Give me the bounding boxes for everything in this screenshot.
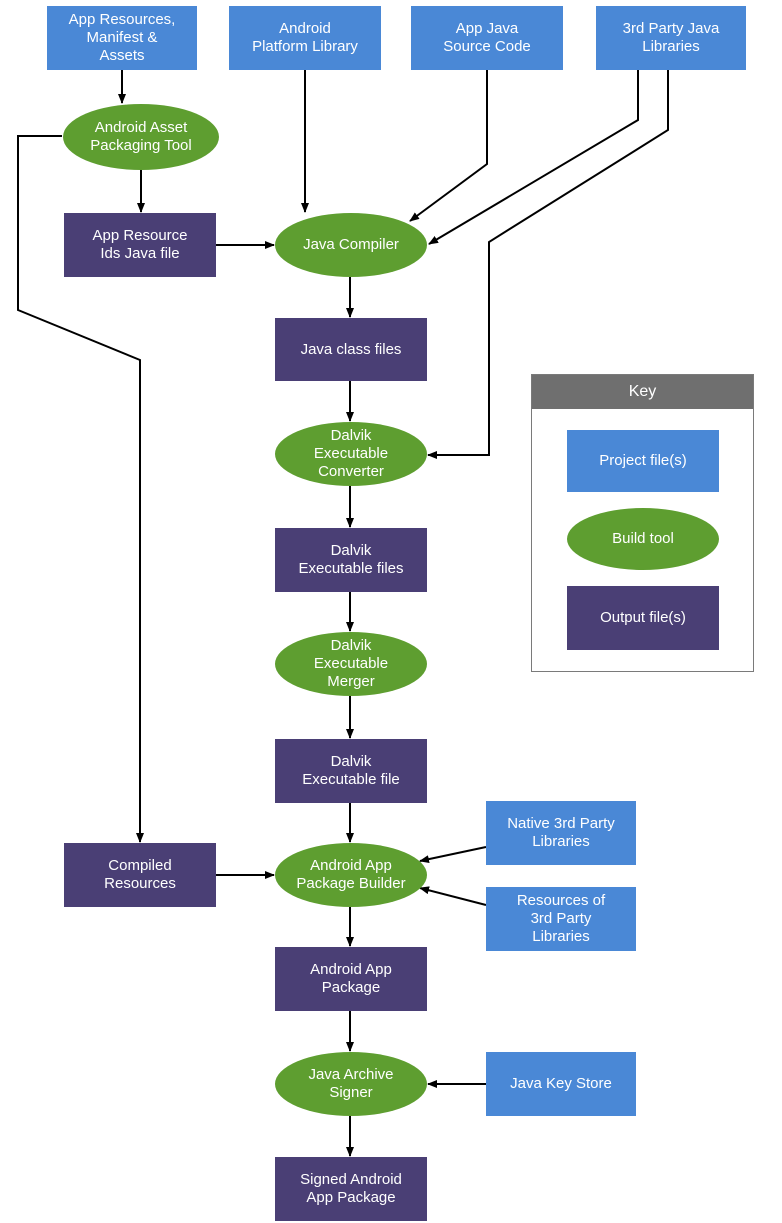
android-app-package-builder: Android App Package Builder — [275, 843, 427, 907]
legend-build-tool: Build tool — [567, 508, 719, 570]
third-party-java-libraries: 3rd Party Java Libraries — [596, 6, 746, 70]
java-compiler: Java Compiler — [275, 213, 427, 277]
legend-title: Key — [532, 375, 753, 409]
android-app-package: Android App Package — [275, 947, 427, 1011]
third-party-resources: Resources of 3rd Party Libraries — [486, 887, 636, 951]
app-resources-manifest-assets: App Resources, Manifest & Assets — [47, 6, 197, 70]
dalvik-executable-converter: Dalvik Executable Converter — [275, 422, 427, 486]
dalvik-executable-files: Dalvik Executable files — [275, 528, 427, 592]
android-platform-library: Android Platform Library — [229, 6, 381, 70]
java-class-files: Java class files — [275, 318, 427, 381]
legend-project-file: Project file(s) — [567, 430, 719, 492]
signed-android-app-package: Signed Android App Package — [275, 1157, 427, 1221]
edge-3rd-to-javac — [428, 70, 639, 245]
legend-output-file: Output file(s) — [567, 586, 719, 650]
edge-src-to-javac — [409, 70, 488, 222]
edge-3rd-to-dx — [427, 70, 669, 459]
java-key-store: Java Key Store — [486, 1052, 636, 1116]
compiled-resources: Compiled Resources — [64, 843, 216, 907]
java-archive-signer: Java Archive Signer — [275, 1052, 427, 1116]
dalvik-executable-merger: Dalvik Executable Merger — [275, 632, 427, 696]
legend-key: Key Project file(s) Build tool Output fi… — [531, 374, 754, 672]
app-java-source-code: App Java Source Code — [411, 6, 563, 70]
edge-aapt-to-compiled — [17, 135, 144, 843]
native-third-party-libraries: Native 3rd Party Libraries — [486, 801, 636, 865]
app-resource-ids-java-file: App Resource Ids Java file — [64, 213, 216, 277]
android-asset-packaging-tool: Android Asset Packaging Tool — [63, 104, 219, 170]
edge-native-to-apkb — [419, 846, 487, 864]
edge-res3rd-to-apkb — [419, 886, 487, 906]
dalvik-executable-file: Dalvik Executable file — [275, 739, 427, 803]
